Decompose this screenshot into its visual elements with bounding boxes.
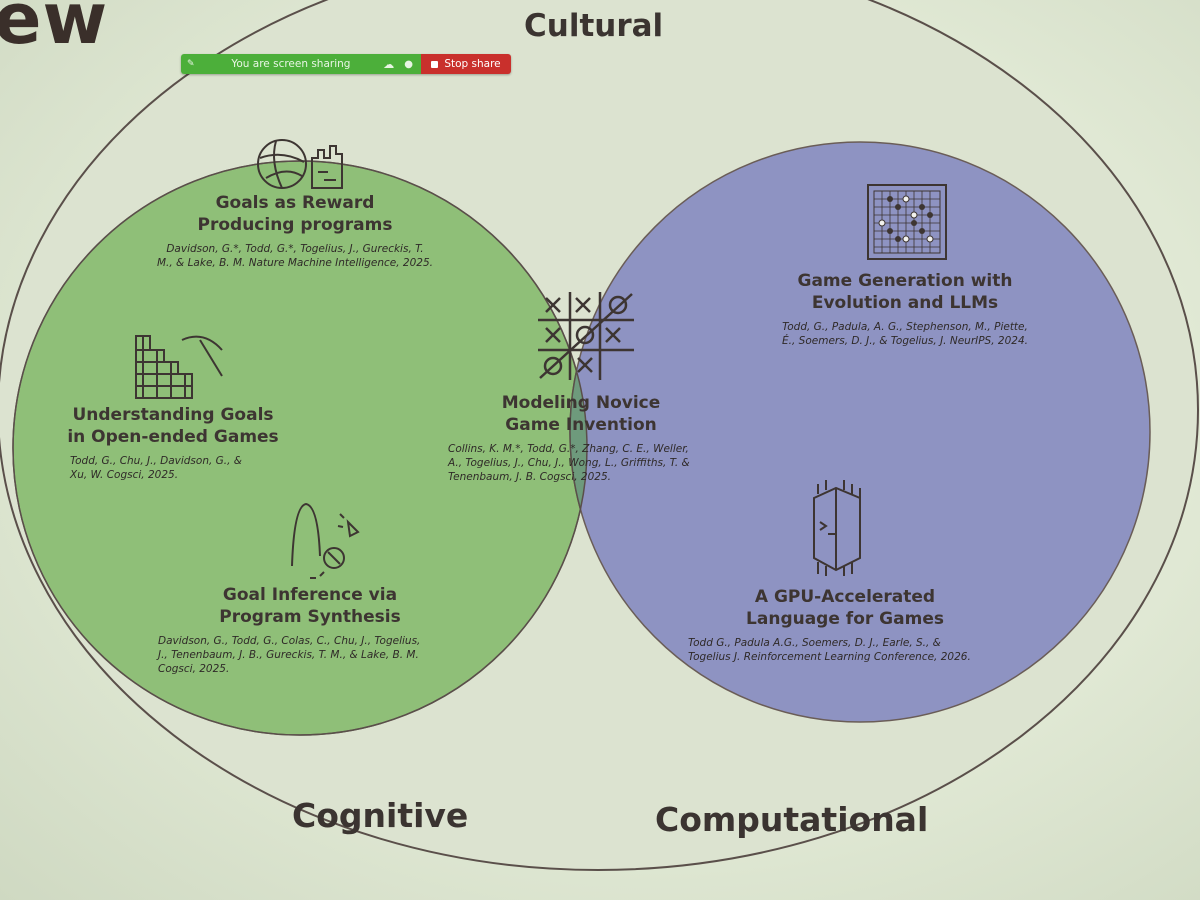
item-citation: Davidson, G.*, Todd, G.*, Togelius, J., … bbox=[156, 243, 433, 269]
item-title: Goals as Reward Producing programs bbox=[197, 193, 393, 235]
label-computational: Computational bbox=[655, 800, 929, 839]
cloud-icon[interactable]: ☁ bbox=[383, 57, 395, 71]
chip-icon bbox=[813, 480, 861, 576]
item-citation: Todd, G., Padula, A. G., Stephenson, M.,… bbox=[782, 321, 1028, 347]
slide-title-fragment: ew bbox=[0, 0, 109, 60]
tic-tac-toe-icon bbox=[538, 292, 634, 380]
item-title: Game Generation with Evolution and LLMs bbox=[797, 271, 1013, 313]
stop-share-label: Stop share bbox=[444, 58, 501, 70]
label-cognitive: Cognitive bbox=[292, 796, 469, 835]
ball-and-castle-icon bbox=[257, 139, 343, 189]
stop-share-button[interactable]: Stop share bbox=[421, 54, 511, 74]
pickaxe-and-blocks-icon bbox=[135, 335, 223, 399]
item-gpu-language: A GPU-Accelerated Language for Games Tod… bbox=[680, 586, 1010, 664]
item-goals-reward: Goals as Reward Producing programs David… bbox=[130, 192, 460, 270]
share-status-area: ✎ You are screen sharing ☁ ● bbox=[181, 54, 421, 74]
item-understanding-goals: Understanding Goals in Open-ended Games … bbox=[48, 404, 298, 482]
share-status-text: You are screen sharing bbox=[231, 58, 351, 70]
stop-icon bbox=[431, 60, 439, 68]
item-citation: Todd, G., Chu, J., Davidson, G., & Xu, W… bbox=[70, 455, 242, 481]
overlap-region bbox=[569, 161, 587, 723]
label-cultural: Cultural bbox=[524, 8, 664, 44]
bouncing-ball-icon bbox=[291, 502, 360, 579]
shield-icon[interactable]: ● bbox=[404, 58, 413, 70]
item-citation: Davidson, G., Todd, G., Colas, C., Chu, … bbox=[158, 635, 421, 675]
item-citation: Collins, K. M.*, Todd, G.*, Zhang, C. E.… bbox=[448, 443, 690, 483]
item-goal-inference: Goal Inference via Program Synthesis Dav… bbox=[150, 584, 470, 676]
item-title: Understanding Goals in Open-ended Games bbox=[67, 405, 279, 447]
item-modeling-novice: Modeling Novice Game Invention Collins, … bbox=[436, 392, 726, 484]
item-title: A GPU-Accelerated Language for Games bbox=[746, 587, 944, 629]
go-board-icon bbox=[867, 184, 947, 260]
item-game-generation: Game Generation with Evolution and LLMs … bbox=[750, 270, 1060, 348]
screen-share-bar: ✎ You are screen sharing ☁ ● Stop share bbox=[181, 54, 511, 74]
item-citation: Todd G., Padula A.G., Soemers, D. J., Ea… bbox=[688, 637, 971, 663]
item-title: Modeling Novice Game Invention bbox=[501, 393, 661, 435]
item-title: Goal Inference via Program Synthesis bbox=[219, 585, 401, 627]
pin-icon[interactable]: ✎ bbox=[187, 59, 195, 69]
